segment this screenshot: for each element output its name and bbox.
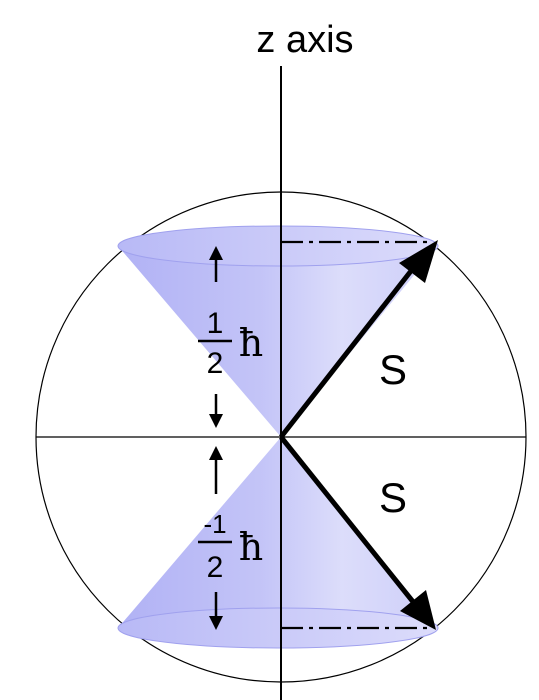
axis-label: z axis bbox=[256, 19, 353, 61]
hbar-symbol: ħ bbox=[239, 525, 263, 569]
lower-extent-arrows bbox=[209, 446, 223, 630]
upper-fraction-denominator: 2 bbox=[207, 347, 224, 380]
upper-vector-label: S bbox=[379, 346, 407, 393]
lower-cone bbox=[117, 437, 439, 649]
upper-spin-vector bbox=[279, 240, 438, 439]
lower-vector-label: S bbox=[379, 474, 407, 521]
upper-projection-value: 1 2 ħ bbox=[198, 307, 263, 380]
lower-spin-vector bbox=[279, 435, 436, 630]
upper-extent-arrows bbox=[209, 246, 223, 428]
upper-fraction-numerator: 1 bbox=[207, 307, 224, 340]
lower-fraction-denominator: 2 bbox=[207, 551, 224, 584]
lower-projection-value: -1 2 ħ bbox=[198, 509, 263, 584]
hbar-symbol: ħ bbox=[239, 321, 263, 365]
upper-cone bbox=[117, 225, 439, 437]
lower-fraction-numerator: -1 bbox=[203, 509, 226, 539]
